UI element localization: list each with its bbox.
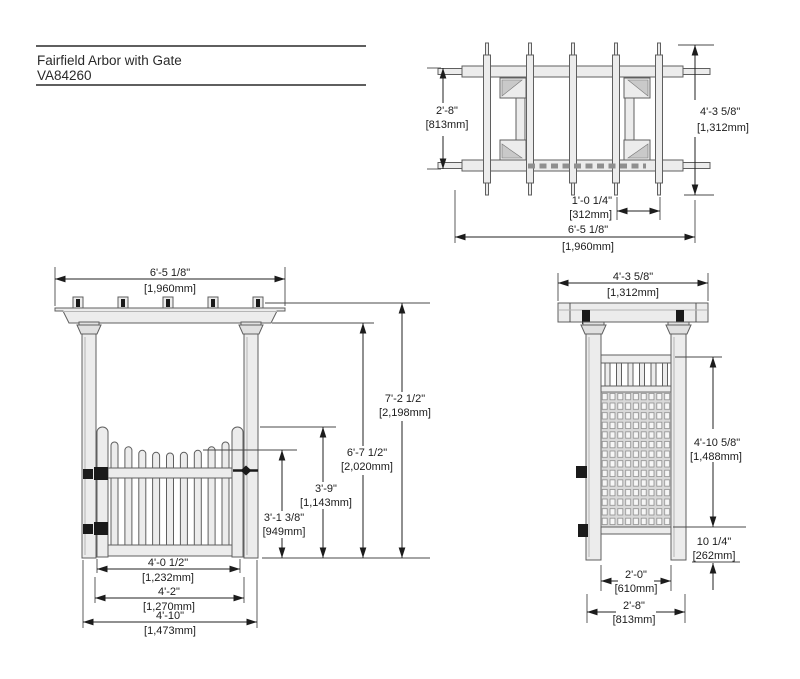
dim-label: [1,312mm] xyxy=(607,287,659,299)
side-view: 4'-3 5/8" [1,312mm] 4'-10 5/8" [1,488mm]… xyxy=(557,271,746,626)
dim-front-gate-width: 4'-0 1/2" [1,232mm] xyxy=(96,557,241,584)
front-view: 6'-5 1/8" [1,960mm] 7'-2 1/2" [2,198mm] … xyxy=(54,267,431,637)
side-left-capital xyxy=(580,324,607,335)
title-block: Fairfield Arbor with Gate VA84260 xyxy=(36,45,366,86)
panel-spindles xyxy=(604,362,668,387)
dim-label: 4'-2" xyxy=(158,586,180,598)
dim-label: [813mm] xyxy=(613,614,656,626)
dim-label: 3'-1 3/8" xyxy=(264,512,304,524)
dim-label: [1,232mm] xyxy=(142,572,194,584)
dim-label: [1,473mm] xyxy=(144,625,196,637)
latch-side-hardware xyxy=(576,466,587,478)
dim-label: 4'-10" xyxy=(156,610,184,622)
dim-front-gate-height: 3'-9" [1,143mm] xyxy=(300,427,352,558)
dim-side-panel-height: 4'-10 5/8" [1,488mm] xyxy=(673,356,746,528)
panel-top-rail xyxy=(600,354,672,364)
product-sku: VA84260 xyxy=(37,68,92,83)
corner-brackets xyxy=(499,77,651,161)
hinge-bottom xyxy=(83,522,108,535)
dim-label: [1,312mm] xyxy=(697,122,749,134)
hinge-side-hardware xyxy=(578,524,588,537)
gate-latch xyxy=(233,465,258,476)
top-view: 2'-8" [813mm] 4'-3 5/8" [1,312mm] 1'-0 1… xyxy=(426,42,749,253)
gate-pickets xyxy=(110,441,230,557)
dim-top-depth: 2'-8" [813mm] xyxy=(426,67,469,170)
side-right-post xyxy=(670,333,687,561)
side-beam xyxy=(557,302,709,323)
panel-mid-rail xyxy=(600,385,672,393)
beam-end-bracket xyxy=(676,310,684,324)
dim-side-clearance: 10 1/4" [262mm] xyxy=(692,536,740,590)
rafter-tails xyxy=(72,296,264,309)
dim-label: [1,270mm] xyxy=(143,601,195,613)
product-name: Fairfield Arbor with Gate xyxy=(37,53,182,68)
rafters-plan xyxy=(483,42,663,196)
dim-label: [1,960mm] xyxy=(144,283,196,295)
dim-side-inner-depth: 2'-0" [610mm] xyxy=(600,565,672,595)
dim-label: 4'-3 5/8" xyxy=(613,271,653,283)
dim-label: 2'-8" xyxy=(436,105,458,117)
beam-end-bracket xyxy=(582,310,590,324)
dim-label: [1,960mm] xyxy=(562,241,614,253)
dim-label: 3'-9" xyxy=(315,483,337,495)
dim-front-clearance: 6'-7 1/2" [2,020mm] xyxy=(341,323,393,558)
dim-label: 4'-3 5/8" xyxy=(700,106,740,118)
hinge-top xyxy=(83,467,108,480)
dim-top-rafter-length: 4'-3 5/8" [1,312mm] xyxy=(678,44,749,196)
dim-label: 10 1/4" xyxy=(697,536,732,548)
dim-side-depth: 4'-3 5/8" [1,312mm] xyxy=(557,271,709,301)
dim-label: [262mm] xyxy=(693,550,736,562)
front-beam xyxy=(54,307,286,324)
dim-label: 4'-0 1/2" xyxy=(148,557,188,569)
panel-lattice xyxy=(600,391,672,528)
dim-label: [1,488mm] xyxy=(690,451,742,463)
dim-label: [2,020mm] xyxy=(341,461,393,473)
dim-label: 1'-0 1/4" xyxy=(572,195,612,207)
dim-label: 2'-8" xyxy=(623,600,645,612)
dim-top-rafter-spacing: 1'-0 1/4" [312mm] xyxy=(569,195,661,221)
dim-label: [610mm] xyxy=(615,583,658,595)
side-right-capital xyxy=(665,324,692,335)
dim-label: 4'-10 5/8" xyxy=(694,437,740,449)
dim-front-outside-width: 4'-10" [1,473mm] xyxy=(82,560,258,637)
dim-side-outer-depth: 2'-8" [813mm] xyxy=(586,594,686,626)
dim-label: 6'-5 1/8" xyxy=(150,267,190,279)
dim-top-width: 6'-5 1/8" [1,960mm] xyxy=(454,190,696,253)
dim-label: 6'-5 1/8" xyxy=(568,224,608,236)
gate-hinge-stile xyxy=(96,426,109,558)
dim-label: [312mm] xyxy=(569,209,612,221)
left-post-capital xyxy=(76,324,102,335)
dim-label: [813mm] xyxy=(426,119,469,131)
dim-label: 2'-0" xyxy=(625,569,647,581)
gate-top-rail xyxy=(107,467,233,479)
side-left-post xyxy=(585,333,602,561)
dim-label: [949mm] xyxy=(263,526,306,538)
gate-latch-stile xyxy=(231,426,244,558)
dim-front-height: 7'-2 1/2" [2,198mm] xyxy=(379,303,431,558)
dim-front-picket-height: 3'-1 3/8" [949mm] xyxy=(263,450,306,558)
dim-label: 7'-2 1/2" xyxy=(385,393,425,405)
dim-label: 6'-7 1/2" xyxy=(347,447,387,459)
dim-front-opening-width: 4'-2" [1,270mm] xyxy=(94,577,245,613)
dim-label: [1,143mm] xyxy=(300,497,352,509)
dim-front-width: 6'-5 1/8" [1,960mm] xyxy=(54,267,286,306)
right-post-capital xyxy=(238,324,264,335)
gate-bottom-rail xyxy=(107,544,233,557)
dim-label: [2,198mm] xyxy=(379,407,431,419)
panel-bottom-rail xyxy=(600,526,672,535)
right-post xyxy=(243,333,259,559)
